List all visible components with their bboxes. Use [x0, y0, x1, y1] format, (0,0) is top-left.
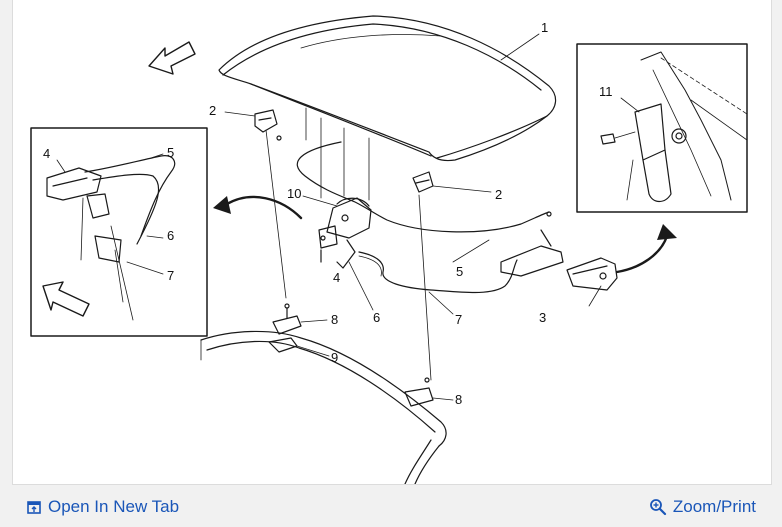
open-new-tab-icon: [27, 501, 41, 514]
callout-labels: 1 2 2 3 4 5 6 7 8 8 9 10 4 5 6 7 11: [43, 20, 613, 407]
forward-arrow-inset-icon: [42, 281, 90, 317]
guide-lines: [265, 107, 432, 381]
inset-right: [576, 43, 748, 213]
latch-assembly-right: [500, 211, 618, 291]
forward-arrow-icon: [148, 41, 196, 75]
curve-arrow-right: [615, 234, 669, 274]
roof-panel: [218, 15, 557, 162]
cable-5: [296, 141, 550, 233]
callout-1: 1: [541, 20, 548, 35]
open-new-tab-button[interactable]: Open In New Tab: [26, 495, 179, 519]
front-bracket-upper: [268, 303, 302, 353]
callout-3: 3: [539, 310, 546, 325]
latch-assembly-center: [318, 197, 372, 269]
callout-2-left: 2: [209, 103, 216, 118]
zoom-in-icon: [649, 499, 666, 516]
leader-lines: [224, 33, 602, 401]
diagram-frame: 1 2 2 3 4 5 6 7 8 8 9 10 4 5 6 7 11: [12, 0, 772, 485]
callout-8-upper: 8: [331, 312, 338, 327]
hinge-bracket-left: [254, 109, 282, 141]
callout-9: 9: [331, 350, 338, 365]
callout-2-right: 2: [495, 187, 502, 202]
callout-5-inset: 5: [167, 145, 174, 160]
open-new-tab-label: Open In New Tab: [48, 497, 180, 516]
hinge-bracket-right: [412, 171, 434, 193]
windshield-frame: [200, 330, 447, 484]
curve-arrow-left: [225, 195, 303, 220]
callout-11: 11: [599, 84, 613, 99]
front-bracket-lower: [404, 377, 434, 407]
zoom-print-label: Zoom/Print: [672, 497, 756, 516]
zoom-print-button[interactable]: Zoom/Print: [649, 495, 756, 519]
callout-8-lower: 8: [455, 392, 462, 407]
callout-7: 7: [455, 312, 462, 327]
callout-6-inset: 6: [167, 228, 174, 243]
bottom-toolbar: Open In New Tab Zoom/Print: [0, 486, 782, 527]
callout-5: 5: [456, 264, 463, 279]
callout-6: 6: [373, 310, 380, 325]
cable-7: [358, 251, 518, 294]
callout-7-inset: 7: [167, 268, 174, 283]
callout-4: 4: [333, 270, 340, 285]
callout-4-inset: 4: [43, 146, 50, 161]
callout-10: 10: [287, 186, 301, 201]
hardtop-diagram: 1 2 2 3 4 5 6 7 8 8 9 10 4 5 6 7 11: [30, 15, 748, 484]
